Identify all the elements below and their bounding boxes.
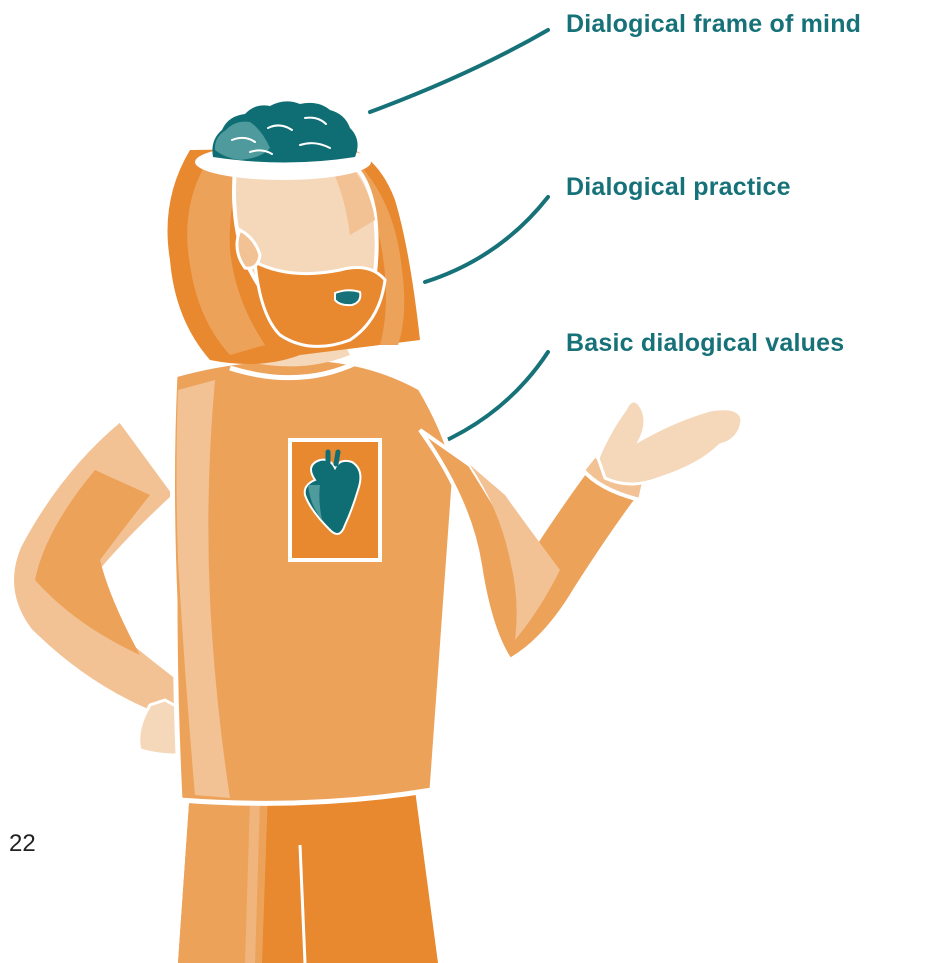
callout-dialogical-practice: Dialogical practice bbox=[566, 173, 791, 202]
brain bbox=[195, 101, 371, 180]
pointer-line-mind bbox=[370, 30, 548, 112]
trousers bbox=[178, 790, 438, 963]
shirt bbox=[173, 345, 456, 803]
right-arm bbox=[420, 401, 742, 660]
pointer-line-practice bbox=[425, 197, 548, 282]
mouth bbox=[335, 290, 360, 305]
page-number: 22 bbox=[9, 830, 36, 858]
callout-dialogical-frame-of-mind: Dialogical frame of mind bbox=[566, 10, 861, 39]
heart-panel bbox=[290, 440, 380, 560]
callout-basic-dialogical-values: Basic dialogical values bbox=[566, 329, 844, 358]
